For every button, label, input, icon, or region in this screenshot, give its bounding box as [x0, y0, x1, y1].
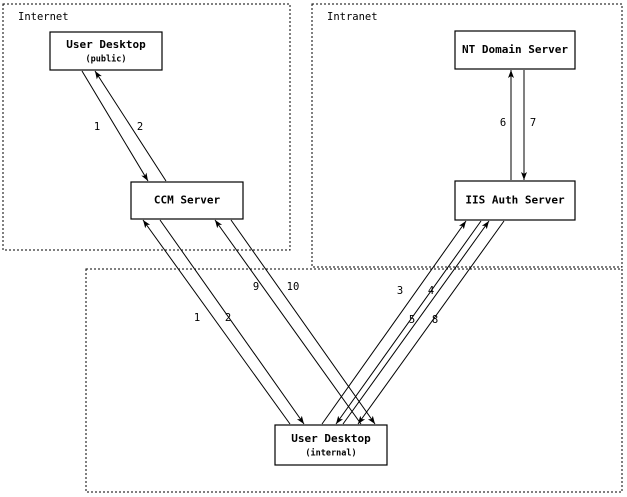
- node-box-ccm-server: [130, 181, 244, 220]
- node-label-iis-auth-server: IIS Auth Server: [465, 194, 565, 207]
- flow-step-label-1: 1: [194, 312, 200, 324]
- node-label-ccm-server: CCM Server: [154, 194, 221, 207]
- flow-step-label-2: 2: [137, 121, 143, 133]
- flow-step-label-3: 3: [397, 285, 403, 297]
- flow-arrow-step-2-ccm-server-to-user-desktop-public: [94, 70, 167, 182]
- flow-arrow-step-5-user-desktop-internal-to-iis-auth-server: [342, 220, 490, 425]
- node-box-iis-auth-server: [454, 180, 576, 221]
- flow-arrow-step-1-user-desktop-internal-to-ccm-server: [142, 219, 291, 425]
- flow-step-label-2: 2: [225, 312, 231, 324]
- flow-arrow-step-3-user-desktop-internal-to-iis-auth-server: [321, 220, 467, 425]
- flow-arrows: [81, 70, 527, 425]
- flow-step-label-4: 4: [428, 285, 434, 297]
- zone-boundaries: Internet Intranet: [2, 3, 623, 493]
- flow-step-label-10: 10: [287, 281, 300, 293]
- node-box-user-desktop-internal: [274, 424, 388, 466]
- flow-step-label-7: 7: [530, 117, 536, 129]
- flow-arrow-step-9-user-desktop-internal-to-ccm-server: [214, 219, 362, 425]
- flow-arrow-step-4-iis-auth-server-to-user-desktop-internal: [335, 220, 482, 425]
- flow-step-label-6: 6: [500, 117, 506, 129]
- node-ccm-server: CCM Server: [130, 181, 244, 220]
- zone-boundary-internet: [2, 3, 291, 251]
- flow-step-labels: 1 2 1 2 9 10 3 4 5 8 6 7: [94, 117, 536, 326]
- flow-arrow-step-2-ccm-server-to-user-desktop-internal: [159, 219, 305, 425]
- flow-arrow-step-8-iis-auth-server-to-user-desktop-internal: [357, 220, 505, 425]
- node-user-desktop-public: User Desktop (public): [49, 31, 163, 71]
- node-user-desktop-internal: User Desktop (internal): [274, 424, 388, 466]
- flow-step-label-5: 5: [409, 314, 415, 326]
- zone-label-internet: Internet: [18, 11, 69, 23]
- zone-boundary-intranet: [311, 3, 623, 268]
- flow-step-label-1: 1: [94, 121, 100, 133]
- node-label-user-desktop-public: User Desktop: [66, 38, 146, 51]
- node-boxes: User Desktop (public) CCM Server NT Domain …: [49, 30, 576, 466]
- node-label-nt-domain-server: NT Domain Server: [462, 43, 568, 56]
- node-nt-domain-server: NT Domain Server: [454, 30, 576, 70]
- zone-label-intranet: Intranet: [327, 11, 378, 23]
- flow-step-label-9: 9: [253, 281, 259, 293]
- node-sublabel-user-desktop-internal: (internal): [305, 448, 356, 459]
- flow-arrow-step-1-user-desktop-public-to-ccm-server: [81, 70, 149, 182]
- flow-step-label-8: 8: [432, 314, 438, 326]
- node-sublabel-user-desktop-public: (public): [86, 54, 127, 65]
- zone-boundary-internal-lan: [85, 268, 623, 493]
- node-box-user-desktop-public: [49, 31, 163, 71]
- node-label-user-desktop-internal: User Desktop: [291, 432, 371, 445]
- node-iis-auth-server: IIS Auth Server: [454, 180, 576, 221]
- flow-arrow-step-10-ccm-server-to-user-desktop-internal: [230, 219, 376, 425]
- node-box-nt-domain-server: [454, 30, 576, 70]
